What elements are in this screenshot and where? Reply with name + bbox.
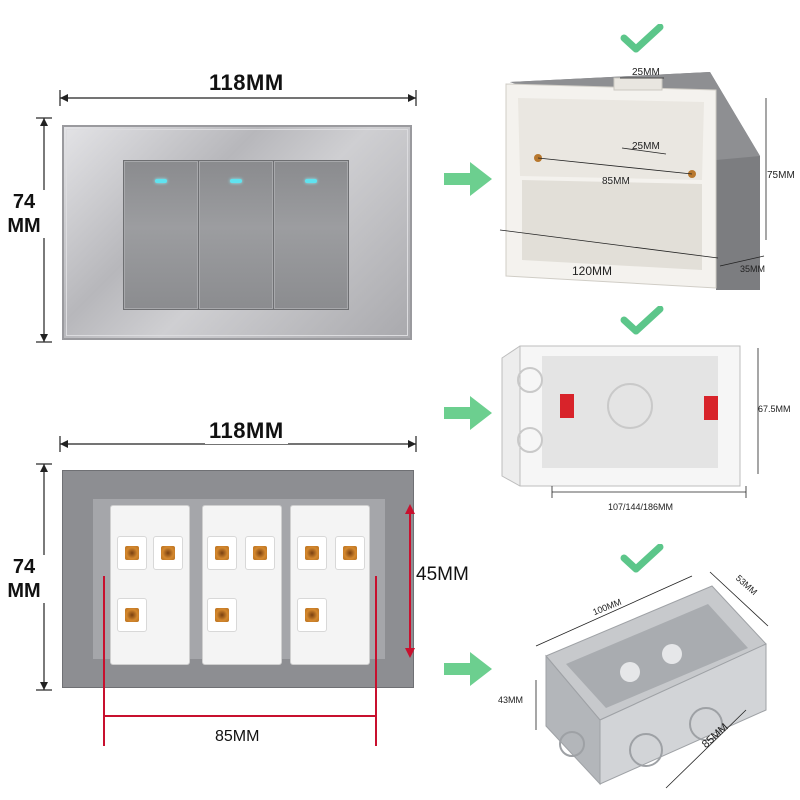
box1-depth-label: 35MM <box>740 264 766 274</box>
switch-plate-height-label: 74 MM <box>2 190 46 238</box>
terminal <box>245 536 275 570</box>
terminal <box>153 536 183 570</box>
right-arrow-icon <box>444 162 492 196</box>
checkmark-icon <box>620 306 664 335</box>
terminal <box>207 598 237 632</box>
terminal <box>117 536 147 570</box>
checkmark-icon <box>620 544 664 573</box>
box1-height-label: 75MM <box>767 170 795 181</box>
switch-plate-width-label: 118MM <box>205 70 288 96</box>
height-label-unit: MM <box>7 215 41 237</box>
indicator-led <box>230 179 242 183</box>
terminal <box>297 536 327 570</box>
terminal <box>297 598 327 632</box>
mounting-box-3 <box>535 571 769 789</box>
box3-height-label: 43MM <box>498 695 524 705</box>
rocker-key-3 <box>273 160 349 310</box>
height-label-unit: MM <box>7 580 41 602</box>
mount-height-label: 45MM <box>416 564 469 585</box>
right-arrow-icon <box>444 652 492 686</box>
indicator-led <box>305 179 317 183</box>
checkmark-icon <box>620 24 664 53</box>
right-arrow-icon <box>444 396 492 430</box>
mount-width-label: 85MM <box>215 728 260 745</box>
box1-screw-spacing-label: 85MM <box>602 176 630 187</box>
box2-width-label: 107/144/186MM <box>608 502 674 512</box>
box1-top-slot-label: 25MM <box>632 67 660 78</box>
terminal <box>207 536 237 570</box>
indicator-led <box>155 179 167 183</box>
switch-plate-bevel <box>66 129 408 336</box>
height-label-number: 74 <box>12 556 36 578</box>
box1-inner-slot-label: 25MM <box>632 141 660 152</box>
rocker-key-2 <box>198 160 274 310</box>
switch-module-1 <box>110 505 190 665</box>
back-plate-width-label: 118MM <box>205 418 288 444</box>
back-plate-height-label: 74 MM <box>2 555 46 603</box>
terminal <box>335 536 365 570</box>
height-label-number: 74 <box>12 191 36 213</box>
mounting-box-1 <box>499 72 767 290</box>
terminal <box>117 598 147 632</box>
switch-module-3 <box>290 505 370 665</box>
width-arrow-line <box>59 90 417 106</box>
width-arrow-line <box>59 436 417 452</box>
mounting-box-2 <box>501 345 759 498</box>
rocker-key-1 <box>123 160 199 310</box>
mounting-dimension-lines <box>103 504 415 746</box>
box1-width-label: 120MM <box>572 264 613 278</box>
switch-module-2 <box>202 505 282 665</box>
box2-height-label: 67.5MM <box>758 404 791 414</box>
